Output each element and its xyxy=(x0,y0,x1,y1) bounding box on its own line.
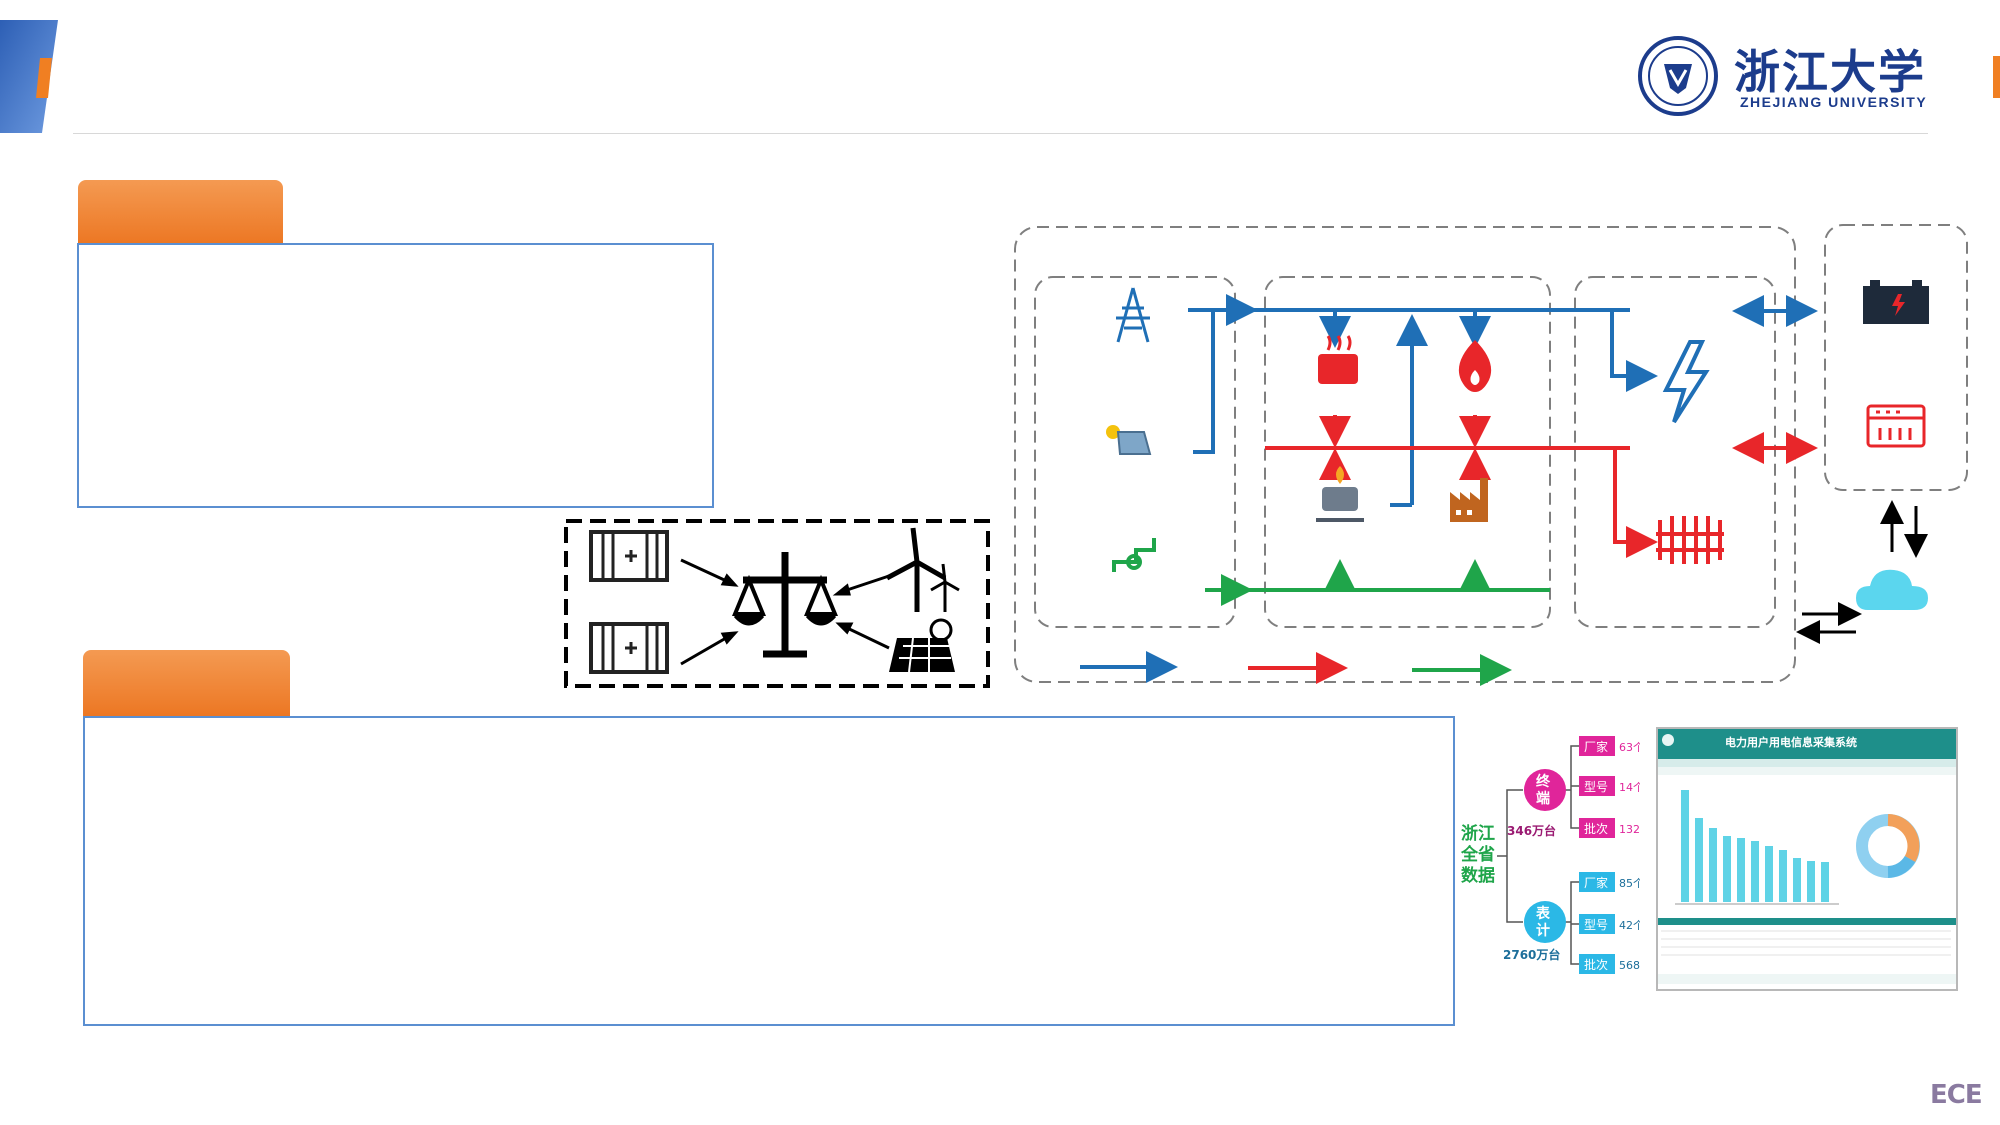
flame-icon xyxy=(1458,340,1492,392)
meter-node xyxy=(1524,901,1566,943)
lightning-icon xyxy=(1662,340,1710,424)
tree-item-count: 42个 xyxy=(1619,919,1640,932)
corner-decoration xyxy=(0,20,58,133)
tree-item-count: 85个 xyxy=(1619,877,1640,890)
energy-system-diagram xyxy=(1014,224,1968,686)
tree-item-count: 63个 xyxy=(1619,741,1640,754)
screenshot-table xyxy=(1661,930,1951,956)
tree-root-line: 全省 xyxy=(1460,844,1495,865)
accent-tick xyxy=(1993,56,2000,98)
tree-item-count: 5684个 xyxy=(1619,959,1640,972)
tree-item-count: 1324个 xyxy=(1619,823,1640,836)
screenshot-bar-chart xyxy=(1681,790,1829,902)
cloud-icon xyxy=(1856,569,1928,610)
gas-turbine-icon xyxy=(1316,466,1364,522)
data-tree: 浙江 全省 数据 终 端 346万台 表 计 2760万台 厂家 63个 型号 … xyxy=(1460,736,1640,974)
university-name-en: ZHEJIANG UNIVERSITY xyxy=(1740,94,1928,110)
terminal-items: 厂家 63个 型号 14个 批次 1324个 xyxy=(1579,736,1640,838)
solar-panel-icon xyxy=(889,618,955,673)
tree-item-label: 型号 xyxy=(1584,780,1608,794)
storage-container-icon xyxy=(589,530,669,582)
balance-frame xyxy=(564,519,990,688)
ece-badge: ECE xyxy=(1930,1080,1983,1110)
power-tower-icon xyxy=(1116,287,1150,343)
university-seal-icon xyxy=(1638,36,1718,116)
terminal-label: 终 xyxy=(1536,773,1551,790)
boiler-icon xyxy=(1318,335,1358,384)
tree-root-line: 浙江 xyxy=(1461,823,1495,844)
tree-item-label: 厂家 xyxy=(1584,739,1608,754)
screenshot-donut-chart xyxy=(1856,814,1920,878)
storage-container-icon xyxy=(589,622,669,674)
screenshot-title: 电力用户用电信息采集系统 xyxy=(1725,735,1857,749)
section-tab-2 xyxy=(83,650,290,718)
terminal-label: 端 xyxy=(1536,790,1550,807)
tree-root-line: 数据 xyxy=(1461,865,1495,886)
system-screenshot: 电力用户用电信息采集系统 xyxy=(1656,727,1958,991)
wind-turbine-icon xyxy=(885,527,960,612)
gas-pipe-icon xyxy=(1112,538,1156,572)
heat-storage-icon xyxy=(1866,404,1926,448)
tree-item-label: 批次 xyxy=(1584,821,1608,836)
balance-diagram xyxy=(564,519,990,688)
factory-icon xyxy=(1450,478,1488,522)
solar-cell-icon xyxy=(1106,425,1152,455)
balance-arrows xyxy=(680,558,890,666)
university-name-cn: 浙江大学 xyxy=(1734,45,1926,99)
tree-item-label: 型号 xyxy=(1584,918,1608,932)
radiator-icon xyxy=(1656,516,1724,564)
storage-group xyxy=(1824,224,1968,491)
university-logo: 浙江大学 ZHEJIANG UNIVERSITY xyxy=(1636,36,1936,116)
content-panel-2 xyxy=(83,716,1455,1026)
meter-items: 厂家 85个 型号 42个 批次 5684个 xyxy=(1579,872,1640,974)
meter-label: 表 xyxy=(1535,905,1551,922)
balance-scale-icon xyxy=(732,552,838,658)
meter-total: 2760万台 xyxy=(1503,947,1560,962)
load-group xyxy=(1574,276,1776,628)
meter-label: 计 xyxy=(1536,922,1550,939)
tree-item-count: 14个 xyxy=(1619,781,1640,794)
source-group xyxy=(1034,276,1236,628)
header-rule xyxy=(73,133,1928,134)
terminal-node xyxy=(1524,769,1566,811)
conversion-group xyxy=(1264,276,1551,628)
content-panel-1 xyxy=(77,243,714,508)
tree-item-label: 批次 xyxy=(1584,957,1608,972)
terminal-total: 346万台 xyxy=(1507,823,1556,838)
section-tab-1 xyxy=(78,180,283,246)
battery-icon xyxy=(1863,280,1929,324)
tree-item-label: 厂家 xyxy=(1584,875,1608,890)
